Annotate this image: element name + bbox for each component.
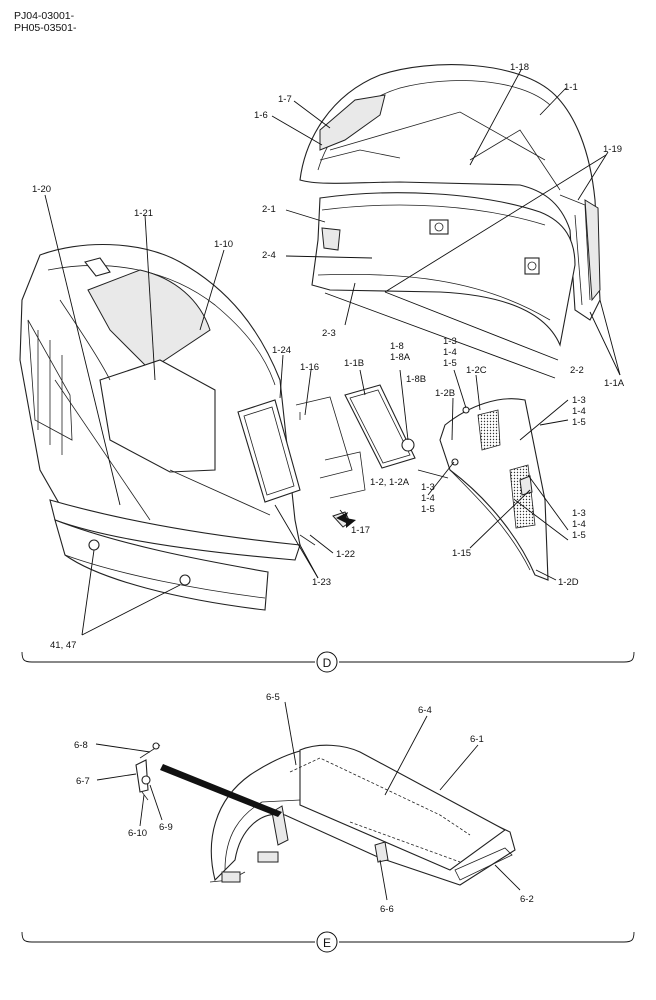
label-2-4: 2-4 [262, 250, 276, 261]
label-1-2c: 1-2C [466, 365, 487, 376]
latch-parts [135, 742, 161, 801]
label-1-2d: 1-2D [558, 577, 579, 588]
label-1-5-a: 1-5 [443, 358, 457, 369]
labels-e: 6-5 6-4 6-1 6-8 6-7 6-9 6-10 6-6 6-2 [74, 692, 534, 915]
label-2-2: 2-2 [570, 365, 584, 376]
label-1-5-d: 1-5 [572, 530, 586, 541]
section-e-letter: E [323, 936, 331, 950]
rear-hood-shell [299, 64, 601, 321]
label-6-6: 6-6 [380, 904, 394, 915]
label-1-21: 1-21 [134, 208, 153, 219]
side-glass-group [237, 384, 416, 546]
label-1-3-a: 1-3 [443, 336, 457, 347]
doc-code-line-1: PJ04-03001- [14, 10, 75, 22]
label-1-10: 1-10 [214, 239, 233, 250]
label-1-15: 1-15 [452, 548, 471, 559]
label-1-24: 1-24 [272, 345, 291, 356]
label-1-4-d: 1-4 [572, 519, 586, 530]
label-1-16: 1-16 [300, 362, 319, 373]
section-d-bracket: D [21, 651, 635, 673]
label-2-1: 2-1 [262, 204, 276, 215]
label-6-10: 6-10 [128, 828, 147, 839]
front-hood [19, 243, 301, 549]
section-d-drawing: 1-18 1-1 1-7 1-6 1-19 1-20 1-21 1-10 2-1… [19, 62, 635, 673]
label-6-4: 6-4 [418, 705, 432, 716]
label-1-19: 1-19 [603, 144, 622, 155]
section-e-drawing: 6-5 6-4 6-1 6-8 6-7 6-9 6-10 6-6 6-2 E [21, 692, 635, 953]
label-6-5: 6-5 [266, 692, 280, 703]
label-1-5-c: 1-5 [421, 504, 435, 515]
label-1-1: 1-1 [564, 82, 578, 93]
label-1-6: 1-6 [254, 110, 268, 121]
label-1-22: 1-22 [336, 549, 355, 560]
label-1-20: 1-20 [32, 184, 51, 195]
curved-panel [311, 192, 576, 347]
label-1-4-c: 1-4 [421, 493, 435, 504]
label-1-8: 1-8 [390, 341, 404, 352]
label-1-23: 1-23 [312, 577, 331, 588]
section-d-letter: D [323, 656, 332, 670]
label-1-17: 1-17 [351, 525, 370, 536]
label-1-4-a: 1-4 [443, 347, 457, 358]
labels-d: 1-18 1-1 1-7 1-6 1-19 1-20 1-21 1-10 2-1… [32, 62, 625, 651]
label-6-1: 6-1 [470, 734, 484, 745]
label-1-5-b: 1-5 [572, 417, 586, 428]
label-6-2: 6-2 [520, 894, 534, 905]
section-e-bracket: E [21, 931, 635, 953]
label-1-3-d: 1-3 [572, 508, 586, 519]
section-d-marker [316, 651, 338, 673]
leader-lines-e [95, 701, 521, 901]
lower-bumper [49, 499, 301, 611]
label-6-9: 6-9 [159, 822, 173, 833]
label-1-2-1-2a: 1-2, 1-2A [370, 477, 410, 488]
label-1-3-b: 1-3 [572, 395, 586, 406]
direction-arrow-d [336, 512, 356, 528]
label-1-2b: 1-2B [435, 388, 455, 399]
label-1-1b: 1-1B [344, 358, 364, 369]
label-1-1a: 1-1A [604, 378, 625, 389]
fender-assembly [209, 744, 516, 886]
label-1-3-c: 1-3 [421, 482, 435, 493]
label-1-4-b: 1-4 [572, 406, 586, 417]
label-1-18: 1-18 [510, 62, 529, 73]
section-e-marker [316, 931, 338, 953]
label-6-7: 6-7 [76, 776, 90, 787]
doc-code-line-2: PH05-03501- [14, 22, 77, 34]
label-1-8b: 1-8B [406, 374, 426, 385]
label-1-7: 1-7 [278, 94, 292, 105]
label-1-8a: 1-8A [390, 352, 411, 363]
label-41-47: 41, 47 [50, 640, 76, 651]
detail-pointer [160, 764, 282, 817]
label-6-8: 6-8 [74, 740, 88, 751]
leader-lines-d [44, 69, 621, 636]
label-2-3: 2-3 [322, 328, 336, 339]
side-grille-panel [439, 398, 549, 581]
